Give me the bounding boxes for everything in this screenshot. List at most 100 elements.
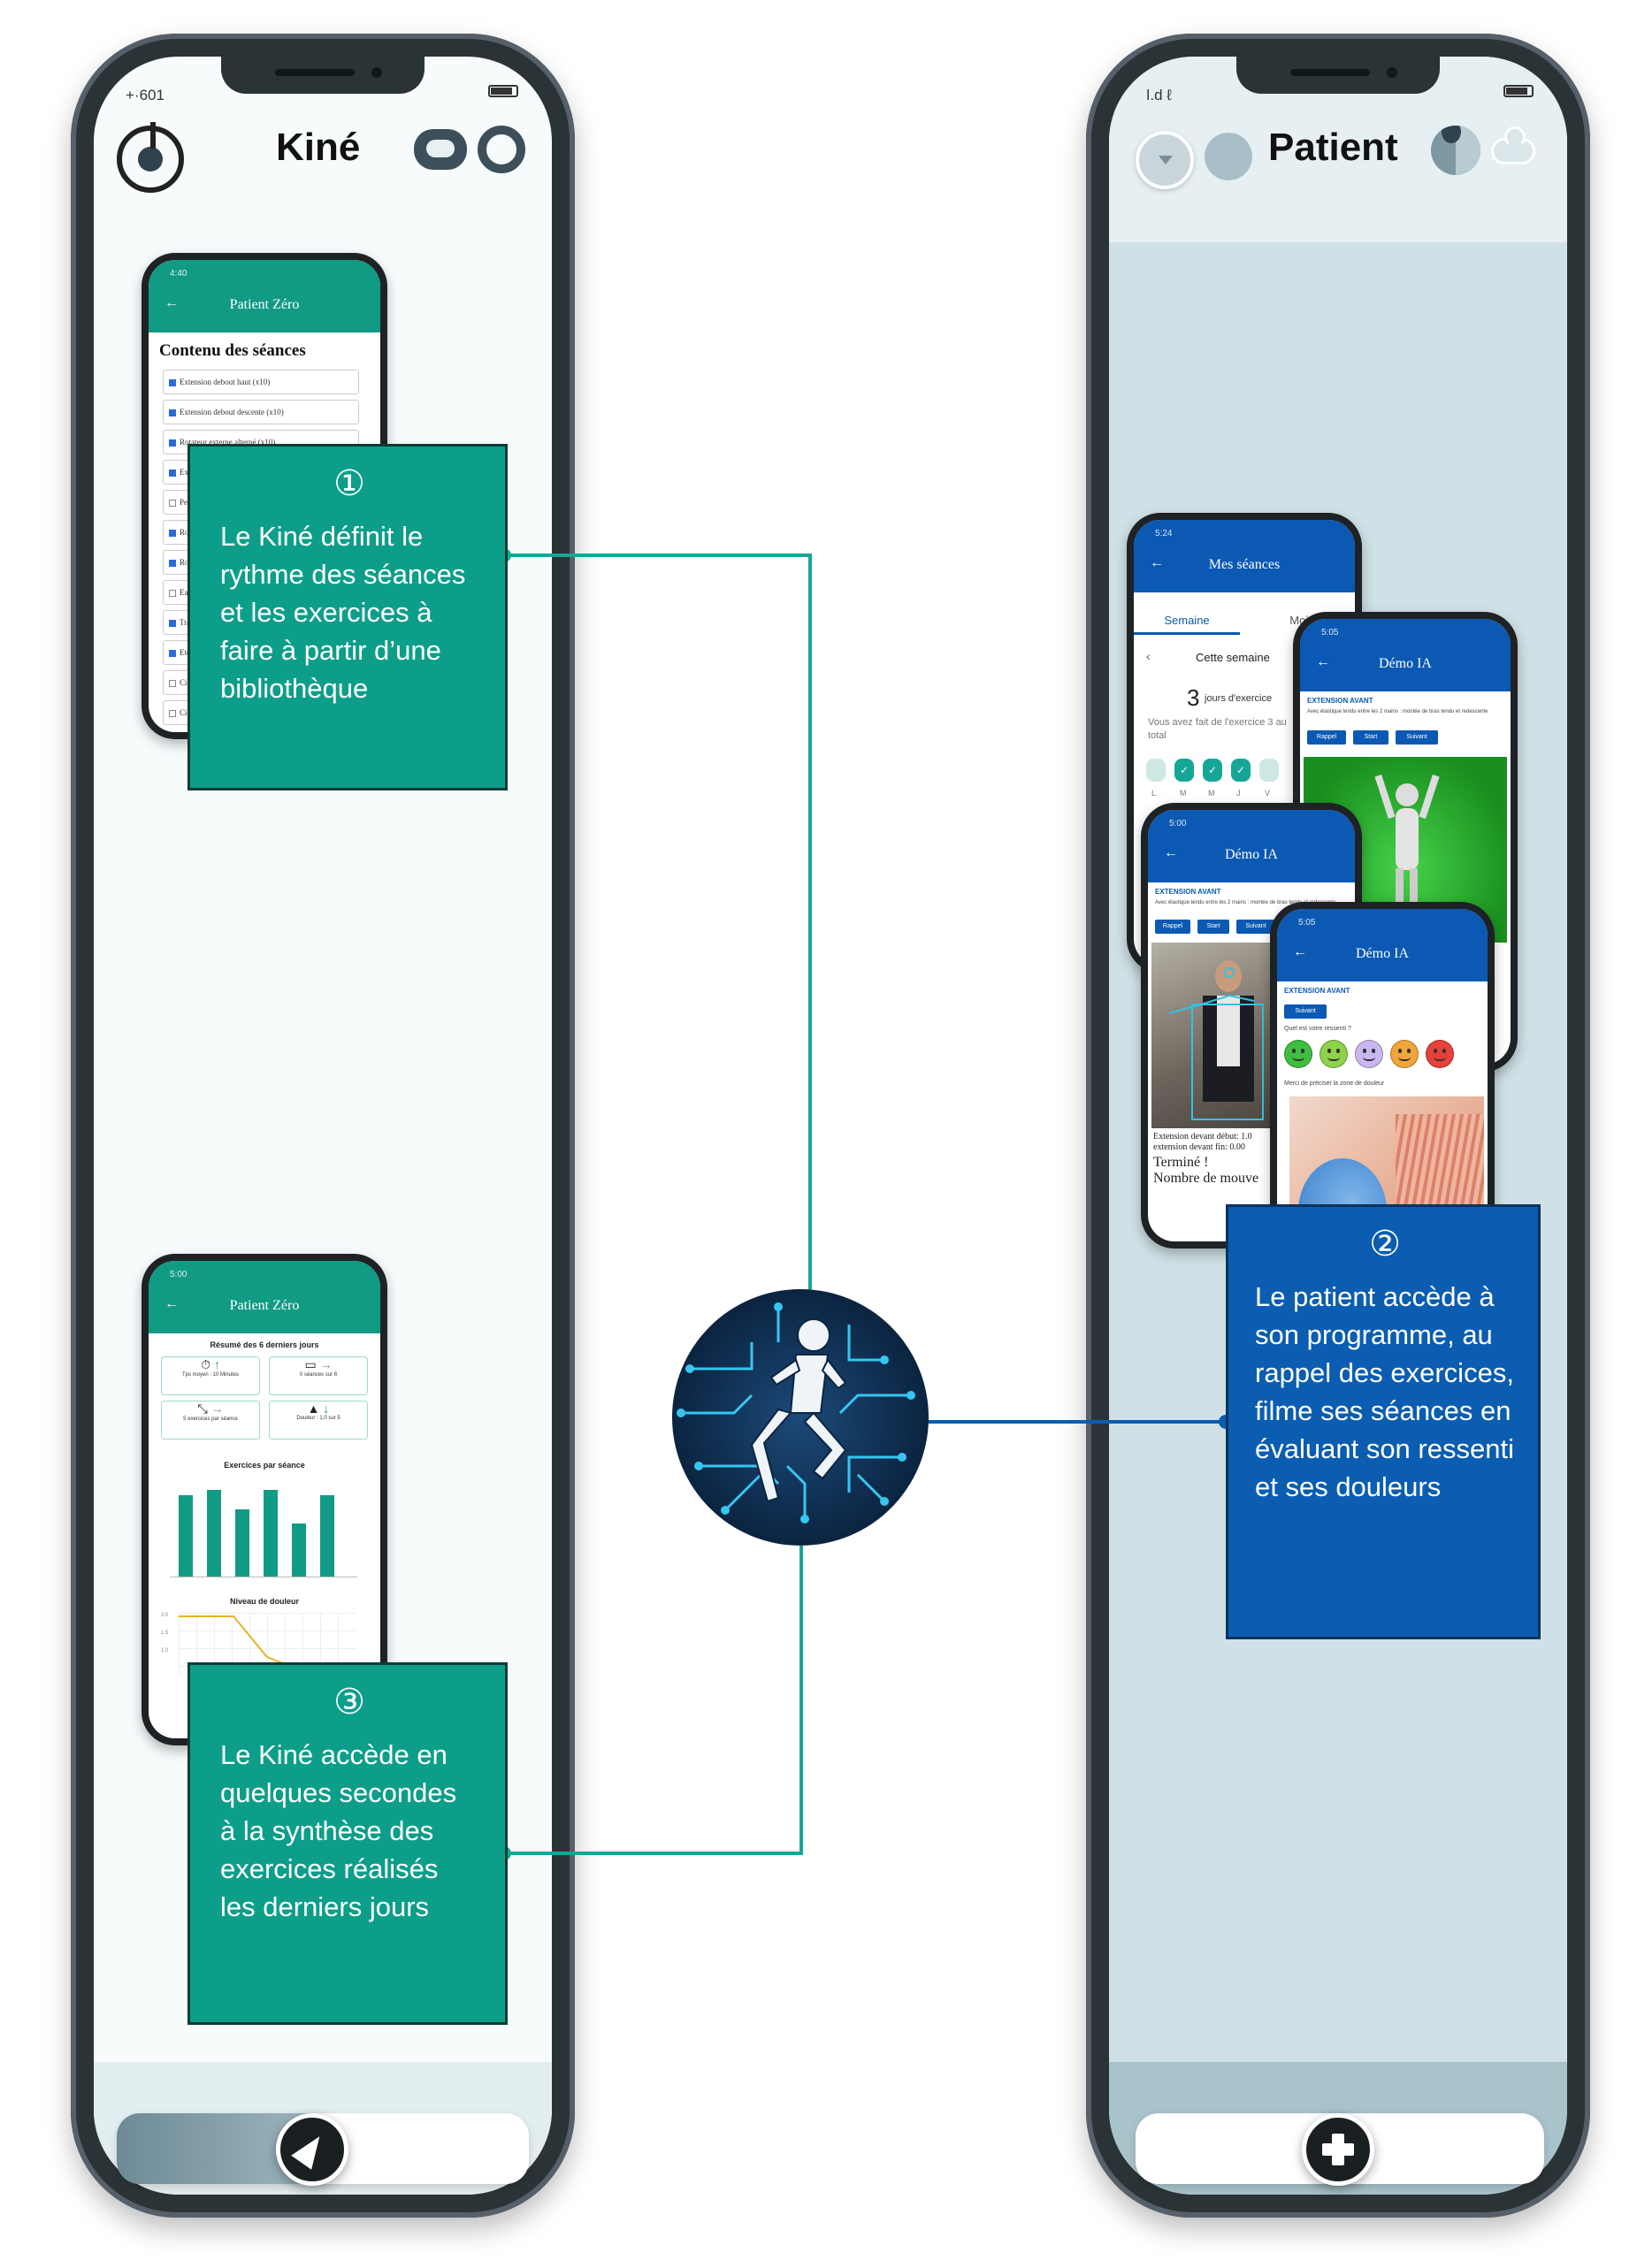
feeling-face-icon[interactable] [1320, 1040, 1348, 1068]
exercise-label: Ext [180, 468, 191, 477]
back-arrow-icon[interactable]: ← [164, 1296, 179, 1311]
start-button[interactable]: Start [1353, 730, 1388, 745]
ring-icon[interactable] [478, 126, 525, 173]
demo2-title: EXTENSION AVANT [1155, 888, 1221, 896]
day-check-icon [1146, 759, 1166, 782]
back-arrow-icon[interactable]: ← [1150, 555, 1164, 570]
tab-semaine[interactable]: Semaine [1134, 614, 1240, 635]
demo3-title: EXTENSION AVANT [1284, 987, 1350, 995]
mini-resume-heading: Résumé des 6 derniers jours [210, 1340, 319, 1349]
kine-status-left: +·601 [126, 87, 164, 103]
feeling-face-icon[interactable] [1426, 1040, 1454, 1068]
cloud-icon[interactable] [1491, 126, 1535, 164]
mini-phone-demo-ia-3: 5:05 ← Démo IA EXTENSION AVANT Suivant Q… [1270, 902, 1495, 1256]
pain-title: Niveau de douleur [229, 1597, 300, 1606]
sub-text: Vous avez fait de l'exercice 3 au total [1148, 717, 1287, 741]
camera-video[interactable] [1151, 943, 1275, 1128]
shield-icon[interactable] [1431, 126, 1480, 175]
checkbox-icon[interactable] [169, 378, 176, 386]
feeling-face-icon[interactable] [1355, 1040, 1383, 1068]
checkbox-icon[interactable] [169, 679, 176, 687]
exercise-label: Ci [180, 708, 187, 717]
checkbox-icon[interactable] [169, 709, 176, 717]
suivant-button[interactable]: Suivant [1236, 920, 1275, 934]
checkbox-icon[interactable] [169, 499, 176, 507]
demo2-count: Nombre de mouve [1153, 1171, 1259, 1186]
checkbox-icon[interactable] [169, 589, 176, 597]
kine-step-3-text: Le Kiné accède en quelques secondes à la… [220, 1739, 457, 1922]
resume-card-pain: ▲ ↓ Douleur : 1,0 sur 5 [269, 1401, 368, 1439]
patient-title: Patient [1268, 126, 1398, 169]
demo2-done: Terminé ! [1153, 1155, 1209, 1170]
feeling-face-icon[interactable] [1390, 1040, 1419, 1068]
checkbox-icon[interactable] [169, 409, 176, 416]
bar [292, 1523, 306, 1577]
bar [179, 1495, 193, 1577]
checkbox-icon[interactable] [169, 559, 176, 567]
exercise-label: Extension debout haut (x10) [180, 378, 271, 386]
arrow-up-right-icon [291, 2129, 330, 2170]
demo2-log-1: Extension devant début: 1.0 [1153, 1132, 1252, 1142]
session-exercise-item[interactable]: Extension debout haut (x10) [163, 370, 359, 394]
patient-fab-button[interactable] [1302, 2113, 1374, 2186]
exercise-label: Rotateur externe alterné (x10) [180, 438, 276, 447]
patient-status-right-icon [1503, 85, 1534, 97]
robot-figure [1396, 783, 1419, 806]
exercise-label: Tra [180, 618, 191, 627]
days-text: jours d'exercice [1205, 693, 1273, 704]
bar [264, 1490, 278, 1577]
checkbox-icon[interactable] [169, 529, 176, 537]
start-button[interactable]: Start [1197, 920, 1229, 934]
session-exercise-item[interactable]: Pe [163, 490, 198, 515]
week-label: Cette semaine [1196, 651, 1270, 664]
bar [235, 1509, 249, 1577]
blob-icon[interactable] [1205, 133, 1252, 180]
patient-status-left: ǀ.d ℓ [1146, 87, 1172, 103]
rappel-button[interactable]: Rappel [1155, 920, 1190, 934]
kine-step-1-box: ① Le Kiné définit le rythme des séances … [187, 444, 508, 790]
kine-title: Kiné [276, 126, 361, 169]
mini-contenu-header: 4:40 ← Patient Zéro [149, 260, 380, 332]
exercise-label: Ro [180, 558, 189, 567]
checkbox-icon[interactable] [169, 439, 176, 447]
exercise-label: Extension debout descente (x10) [180, 408, 284, 416]
mini-phone-resume: 5:00 ← Patient Zéro Résumé des 6 dernier… [142, 1254, 387, 1745]
chevron-down-icon[interactable] [1136, 131, 1194, 189]
patient-step-2-box: ② Le patient accède à son programme, au … [1226, 1204, 1541, 1639]
suivant-button[interactable]: Suivant [1396, 730, 1438, 745]
day-check-icon: ✓ [1174, 759, 1194, 782]
rappel-button[interactable]: Rappel [1307, 730, 1346, 745]
exercise-label: Ea [180, 588, 188, 597]
cup-icon[interactable] [414, 129, 467, 170]
weekday-label: M [1180, 789, 1187, 798]
weekday-label: L [1151, 789, 1157, 798]
back-arrow-icon[interactable]: ← [1164, 845, 1178, 860]
mini-demo3-header: 5:05 ← Démo IA [1277, 909, 1488, 981]
prev-week-icon[interactable]: ‹ [1146, 649, 1151, 663]
back-arrow-icon[interactable]: ← [1316, 654, 1330, 669]
weekday-label: M [1208, 789, 1215, 798]
bars-title: Exercices par séance [224, 1461, 305, 1470]
back-arrow-icon[interactable]: ← [164, 295, 179, 310]
clock-icon[interactable] [117, 122, 184, 193]
checkbox-icon[interactable] [169, 649, 176, 657]
back-arrow-icon[interactable]: ← [1293, 944, 1307, 959]
connector-line-3a [504, 1852, 803, 1855]
feeling-face-icon[interactable] [1284, 1040, 1312, 1068]
kine-fab-button[interactable] [276, 2113, 348, 2186]
weekday-label: V [1265, 789, 1271, 798]
mini-contenu-heading: Contenu des séances [159, 341, 306, 360]
checkbox-icon[interactable] [169, 619, 176, 627]
session-exercise-item[interactable]: Extension debout descente (x10) [163, 400, 359, 424]
ai-runner-logo [672, 1289, 929, 1546]
patient-notch [1236, 57, 1440, 94]
day-check-icon: ✓ [1203, 759, 1222, 782]
exercise-label: Pe [180, 498, 187, 507]
demo2-desc: Avec élastique tendu entre les 2 mains :… [1155, 900, 1336, 905]
suivant-button[interactable]: Suivant [1284, 1004, 1327, 1019]
checkbox-icon[interactable] [169, 469, 176, 477]
patient-step-2-text: Le patient accède à son programme, au ra… [1255, 1281, 1514, 1502]
mini-resume-header: 5:00 ← Patient Zéro [149, 1261, 380, 1333]
bar [320, 1495, 334, 1577]
